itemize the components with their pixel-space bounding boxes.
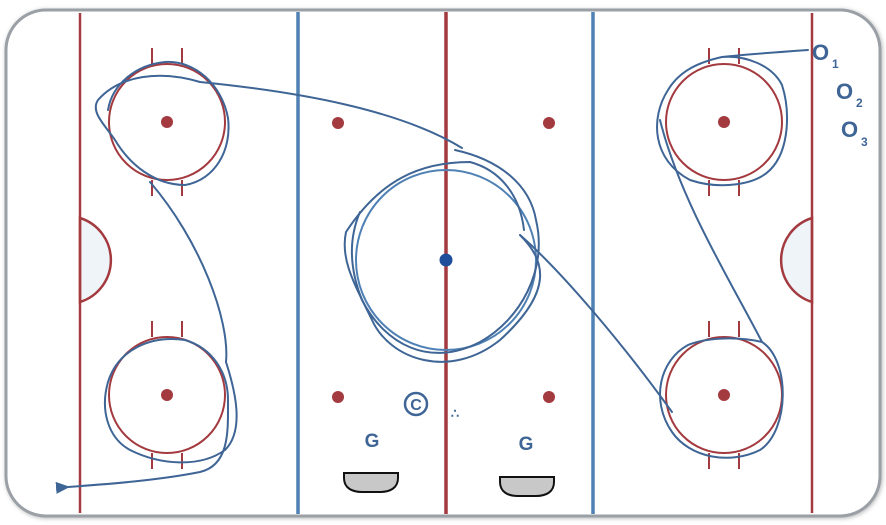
path-segment-sweep-to-left	[199, 81, 463, 149]
center-ice-dot	[439, 253, 453, 267]
path-segment-center-loop-2	[351, 149, 540, 354]
path-segment-left-descent	[149, 181, 228, 363]
faceoff-dot-bottom-left	[161, 389, 173, 401]
coach-icon: C	[403, 391, 429, 417]
svg-text:C: C	[410, 397, 422, 414]
svg-text:2: 2	[856, 96, 863, 110]
player-o1: O 1	[812, 40, 839, 71]
goal-crease-right	[779, 216, 814, 304]
goal-crease-left	[78, 216, 113, 304]
path-segment-bottom-left-loop	[55, 338, 238, 494]
svg-text:O: O	[836, 79, 853, 104]
net-icon-right	[499, 476, 555, 497]
neutral-dot-top-right	[543, 117, 555, 129]
pucks-icon: ∴	[451, 406, 459, 421]
path-segment-center-loop-1	[343, 161, 541, 363]
faceoff-circle-bottom-left	[108, 321, 226, 469]
player-o2: O 2	[836, 79, 863, 110]
faceoff-dot-top-right	[718, 116, 730, 128]
svg-text:O: O	[812, 40, 829, 65]
svg-text:O: O	[841, 117, 858, 142]
faceoff-dot-top-left	[161, 116, 173, 128]
goalie-left-label: G	[365, 431, 380, 452]
path-segment-bottom-right-loop	[659, 337, 784, 459]
path-segment-diagonal-to-center	[519, 234, 673, 413]
skating-path	[55, 49, 809, 494]
faceoff-circle-top-left	[108, 48, 226, 196]
neutral-dot-bottom-left	[332, 391, 344, 403]
path-segment-right-descent	[659, 119, 763, 343]
path-segment-top-right-loop	[656, 49, 809, 187]
path-segment-top-left-loop	[94, 60, 230, 186]
player-o3: O 3	[841, 117, 868, 149]
svg-text:3: 3	[861, 135, 868, 149]
center-ice-circle	[355, 169, 537, 351]
neutral-dot-bottom-right	[543, 391, 555, 403]
faceoff-dot-bottom-right	[718, 389, 730, 401]
svg-text:1: 1	[832, 57, 839, 71]
goalie-right-label: G	[519, 434, 534, 455]
net-icon-left	[343, 472, 399, 493]
neutral-dot-top-left	[332, 117, 344, 129]
